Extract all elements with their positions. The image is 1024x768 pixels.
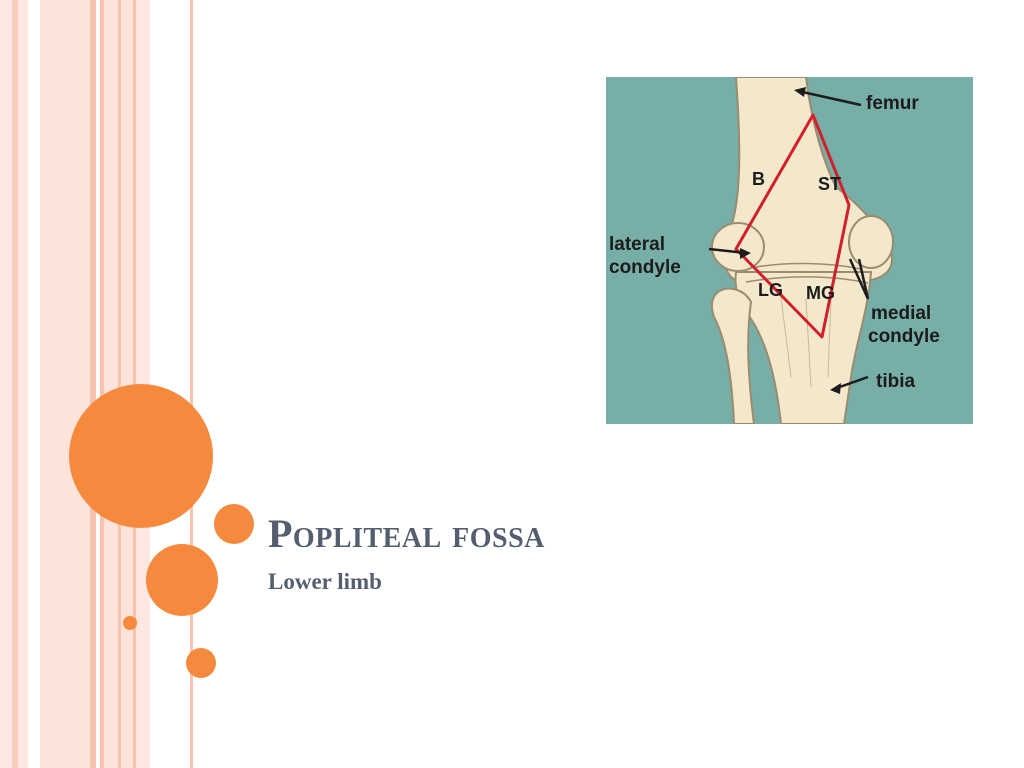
slide-subtitle: Lower limb [268, 569, 382, 594]
medial-condyle-label-line1: medial [871, 303, 931, 324]
small-circle [214, 504, 254, 544]
knee-diagram: femur B ST lateral condyle LG MG medial … [606, 77, 973, 424]
medial-condyle-shape [848, 215, 894, 269]
st-label: ST [818, 174, 841, 194]
lateral-condyle-label-line2: condyle [609, 257, 681, 278]
knee-anatomy-figure: femur B ST lateral condyle LG MG medial … [606, 77, 973, 424]
large-circle [69, 384, 213, 528]
tiny-circle [123, 616, 137, 630]
tibia-label: tibia [876, 371, 915, 392]
decorative-circles [69, 384, 254, 678]
mg-label: MG [806, 283, 835, 303]
b-label: B [752, 169, 765, 189]
lateral-condyle-label-line1: lateral [609, 234, 665, 255]
femur-label: femur [866, 93, 919, 114]
slide-title: Popliteal fossa [268, 511, 545, 556]
lg-label: LG [758, 280, 783, 300]
medial-condyle-label-line2: condyle [868, 326, 940, 347]
medium-circle [146, 544, 218, 616]
small-circle [186, 648, 216, 678]
popliteal-fossa-outline [734, 113, 851, 339]
fibula-bone [710, 287, 756, 424]
